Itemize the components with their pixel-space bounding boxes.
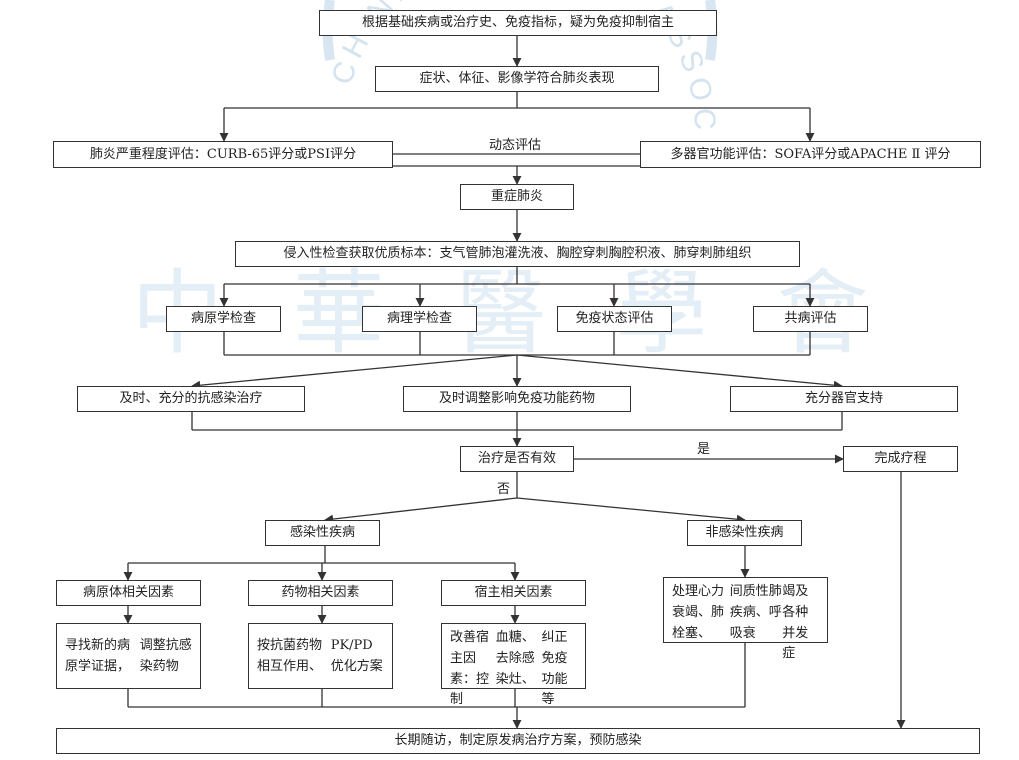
- node-host-action: 改善宿主因素：控制 血糖、去除感染灶、 纠正免疫功能等: [441, 623, 586, 707]
- drug-action-line: 按抗菌药物相互作用、: [257, 638, 323, 674]
- node-drug-action: 按抗菌药物相互作用、 PK/PD优化方案: [248, 623, 393, 689]
- node-treatment-effective: 治疗是否有效: [460, 446, 574, 472]
- node-immune-status: 免疫状态评估: [557, 306, 672, 332]
- node-etiology: 病原学检查: [166, 306, 281, 332]
- node-pathogen-action: 寻找新的病原学证据， 调整抗感染药物: [56, 623, 201, 689]
- label-no: 否: [497, 482, 511, 497]
- pathogen-action-line: 调整抗感染药物: [139, 638, 192, 674]
- host-action-line: 血糖、去除感染灶、: [495, 630, 535, 687]
- host-action-line: 纠正免疫功能等: [541, 630, 568, 708]
- label-yes: 是: [697, 442, 711, 457]
- label-dynamic-eval: 动态评估: [489, 138, 542, 153]
- node-infectious: 感染性疾病: [265, 520, 380, 546]
- node-pathogen-factor: 病原体相关因素: [56, 580, 201, 606]
- node-pneumonia-severity: 肺炎严重程度评估：CURB-65评分或PSI评分: [53, 141, 393, 168]
- noninf-action-line: 竭及各种并发症: [782, 584, 809, 662]
- node-start: 根据基础疾病或治疗史、免疫指标，疑为免疫抑制宿主: [319, 10, 717, 36]
- node-organ-function: 多器官功能评估：SOFA评分或APACHE Ⅱ 评分: [640, 141, 981, 168]
- node-noninfectious-action: 处理心力衰竭、肺栓塞、 间质性肺疾病、呼吸衰 竭及各种并发症: [663, 577, 828, 661]
- drug-action-line: PK/PD优化方案: [330, 638, 383, 674]
- node-symptoms: 症状、体征、影像学符合肺炎表现: [375, 66, 659, 92]
- node-host-factor: 宿主相关因素: [441, 580, 586, 606]
- node-anti-infection: 及时、充分的抗感染治疗: [77, 386, 305, 412]
- node-followup: 长期随访，制定原发病治疗方案，预防感染: [56, 728, 980, 754]
- node-organ-support: 充分器官支持: [730, 386, 958, 412]
- node-complete-course: 完成疗程: [843, 446, 958, 472]
- noninf-action-line: 间质性肺疾病、呼吸衰: [729, 584, 782, 641]
- pathogen-action-line: 寻找新的病原学证据，: [65, 638, 131, 674]
- noninf-action-line: 处理心力衰竭、肺栓塞、: [672, 584, 725, 641]
- node-severe-pneumonia: 重症肺炎: [460, 184, 574, 210]
- node-noninfectious: 非感染性疾病: [687, 520, 802, 546]
- node-immune-drug: 及时调整影响免疫功能药物: [403, 386, 631, 412]
- node-pathology: 病理学检查: [362, 306, 477, 332]
- node-comorbidity: 共病评估: [753, 306, 868, 332]
- node-invasive-exam: 侵入性检查获取优质标本：支气管肺泡灌洗液、胸腔穿刺胸腔积液、肺穿刺肺组织: [235, 241, 800, 267]
- host-action-line: 改善宿主因素：控制: [450, 630, 490, 708]
- node-drug-factor: 药物相关因素: [248, 580, 393, 606]
